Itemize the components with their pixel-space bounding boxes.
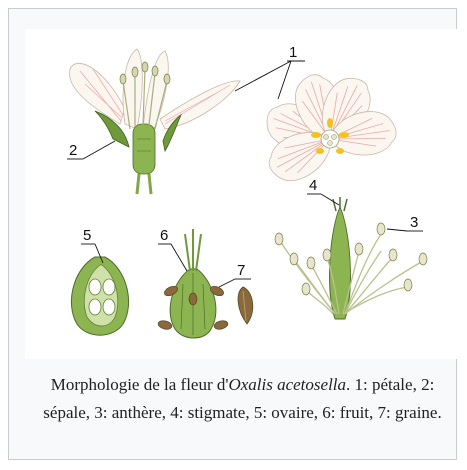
label-1: 1 [289, 44, 297, 61]
flower-front-view [261, 69, 400, 190]
label-7: 7 [237, 262, 245, 279]
fruit [157, 229, 229, 338]
ovary-section [71, 257, 128, 335]
figure-caption: Morphologie de la fleur d'Oxalis acetose… [27, 371, 458, 427]
illustration: 1 2 3 4 5 6 7 [25, 29, 460, 359]
stamens-and-pistil [275, 197, 427, 319]
oxalis-morphology-plate: 1 2 3 4 5 6 7 [25, 29, 460, 359]
caption-prefix: Morphologie de la fleur d' [51, 375, 229, 394]
label-2: 2 [69, 142, 77, 159]
label-4: 4 [309, 177, 317, 194]
flower-side-view [69, 49, 240, 194]
label-5: 5 [83, 227, 91, 244]
label-3: 3 [410, 214, 418, 231]
seed [238, 287, 253, 324]
label-6: 6 [160, 227, 168, 244]
caption-species: Oxalis acetosella [228, 375, 346, 394]
figure-frame: 1 2 3 4 5 6 7 Morphologie de la fleur d'… [8, 8, 457, 460]
